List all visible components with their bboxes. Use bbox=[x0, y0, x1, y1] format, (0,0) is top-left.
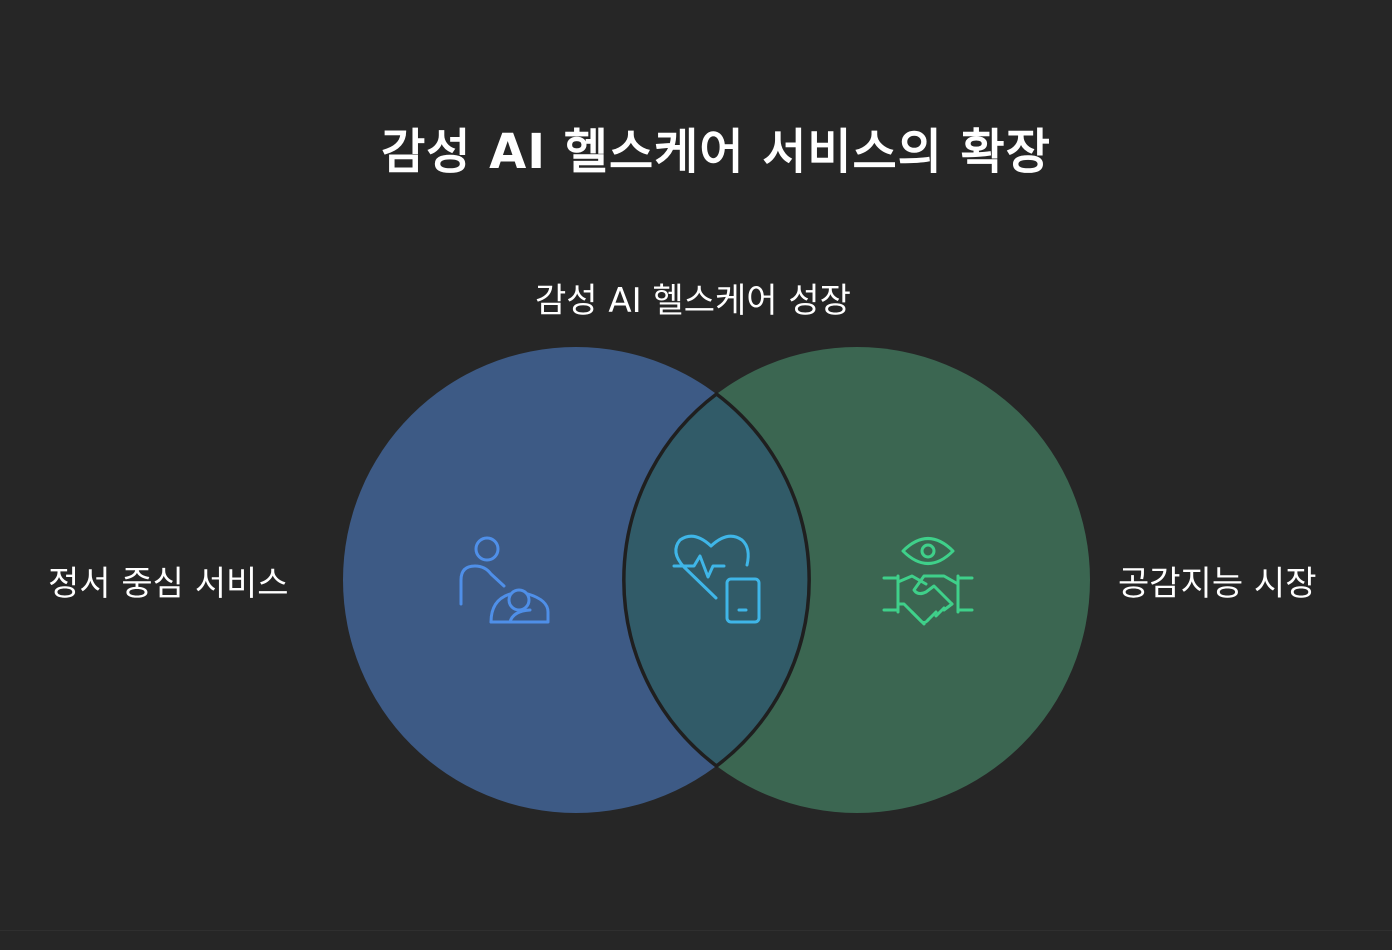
overlap-region bbox=[624, 347, 809, 813]
eye-handshake-icon bbox=[882, 537, 974, 626]
diagram-title: 감성 AI 헬스케어 서비스의 확장 bbox=[381, 124, 1051, 180]
heart-rate-tablet-icon bbox=[672, 534, 761, 624]
caregiver-baby-icon bbox=[459, 536, 550, 624]
right-label: 공감지능 시장 bbox=[1118, 564, 1317, 604]
overlap-outline bbox=[622, 391, 811, 769]
left-label: 정서 중심 서비스 bbox=[48, 564, 289, 604]
top-label: 감성 AI 헬스케어 성장 bbox=[535, 281, 851, 321]
bottom-divider bbox=[0, 930, 1392, 931]
